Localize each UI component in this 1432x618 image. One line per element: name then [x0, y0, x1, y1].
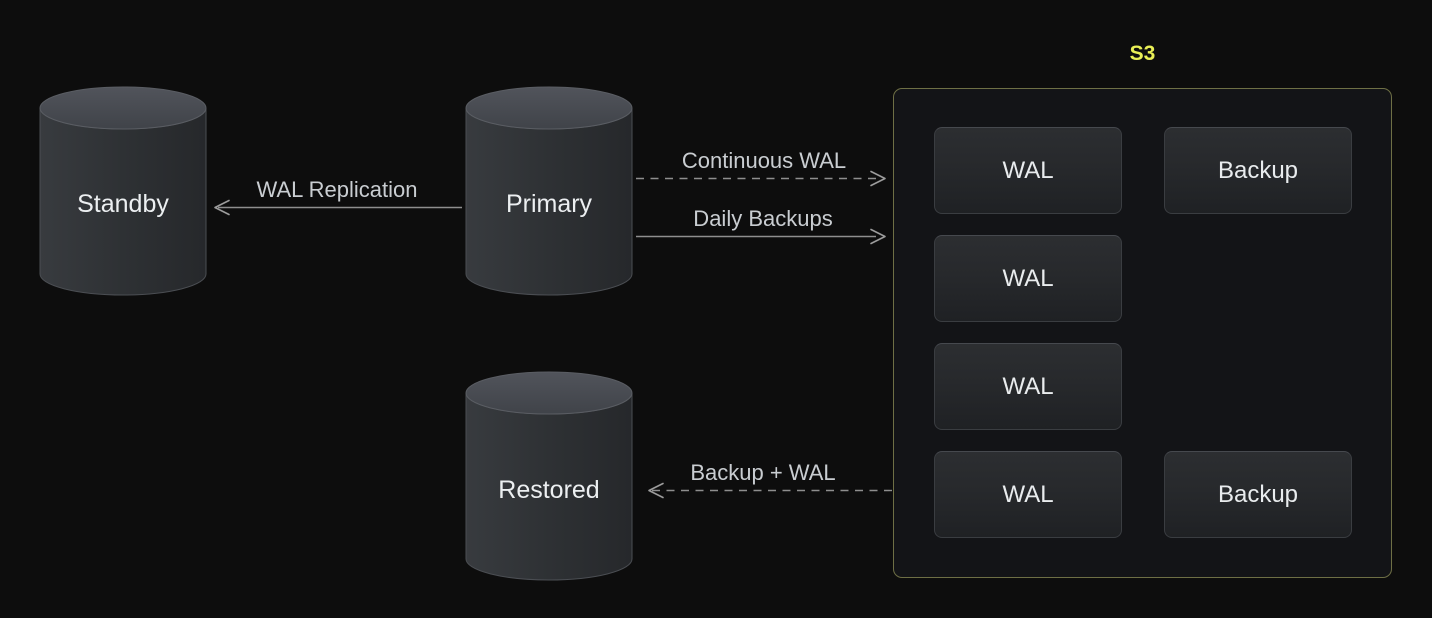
primary-label: Primary	[505, 190, 593, 218]
wal-item: WAL	[934, 235, 1122, 322]
continuous-wal-arrow-label: Continuous WAL	[681, 148, 847, 173]
restored-node: Restored	[465, 371, 633, 581]
standby-database-cylinder-icon	[39, 86, 207, 296]
primary-node: Primary	[465, 86, 633, 296]
restored-label: Restored	[498, 476, 600, 504]
restored-database-cylinder-icon	[465, 371, 633, 581]
wal-item: WAL	[934, 343, 1122, 430]
primary-database-cylinder-icon	[465, 86, 633, 296]
daily-backups-arrow-label: Daily Backups	[693, 206, 833, 231]
s3-title: S3	[1129, 42, 1156, 65]
backup-plus-wal-arrow-label: Backup + WAL	[690, 460, 836, 485]
wal-item: WAL	[934, 451, 1122, 538]
wal-replication-arrow-label: WAL Replication	[256, 177, 418, 202]
wal-item: WAL	[934, 127, 1122, 214]
backup-item: Backup	[1164, 451, 1352, 538]
backup-item: Backup	[1164, 127, 1352, 214]
standby-label: Standby	[77, 190, 169, 218]
s3-container: WAL WAL WAL WAL Backup Backup	[893, 88, 1392, 578]
standby-node: Standby	[39, 86, 207, 296]
